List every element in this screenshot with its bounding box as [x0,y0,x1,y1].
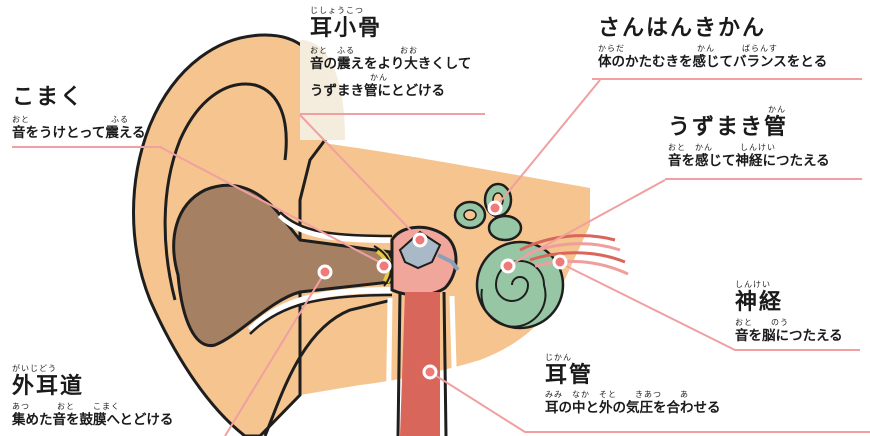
eustachian-tube [400,292,440,436]
underline-komaku [12,146,162,148]
jikan-title: 耳管 [545,363,721,389]
jishoukotsu-desc2: うずまき管にとどける [310,83,471,100]
eustachian-wall-left [398,292,400,436]
uzumakikan-title-ruby: かん [668,105,830,115]
jishoukotsu-title: 耳小骨 [310,16,471,42]
label-jikan: じかん 耳管 みみ なか そと きあつ あ 耳の中と外の気圧を合わせる [545,353,721,417]
eustachian-wall-left-white [388,298,390,436]
marker-nerve [554,256,566,268]
komaku-desc-ruby: おと ふる [12,115,146,125]
jishoukotsu-desc1-ruby: おと ふる おお [310,46,471,56]
sanhankikan-title: さんはんきかん [598,16,827,42]
uzumakikan-title: うずまき管 [668,115,830,141]
shinkei-desc-ruby: おと のう [735,318,843,328]
jishoukotsu-desc2-ruby: かん [310,73,471,83]
label-jishoukotsu: じしょうこつ 耳小骨 おと ふる おお 音の震えをより大きくして かん うずまき… [310,6,471,100]
jikan-desc: 耳の中と外の気圧を合わせる [545,400,721,417]
marker-semicircular [489,202,501,214]
jikan-title-ruby: じかん [545,353,721,363]
sanhankikan-desc: 体のかたむきを感じてバランスをとる [598,54,827,71]
underline-jishoukotsu [300,113,485,115]
komaku-desc: 音をうけとって震える [12,125,146,142]
gaijidou-desc-ruby: あつ おと こまく [12,402,173,412]
marker-tube [424,366,436,378]
marker-eardrum [378,260,390,272]
label-komaku: こまく おと ふる 音をうけとって震える [12,85,146,142]
label-sanhankikan: さんはんきかん からだ かん ばらんす 体のかたむきを感じてバランスをとる [598,16,827,71]
jishoukotsu-desc1: 音の震えをより大きくして [310,56,471,73]
uzumakikan-desc-ruby: おと かん しんけい [668,143,830,153]
label-gaijidou: がいじどう 外耳道 あつ おと こまく 集めた音を鼓膜へとどける [12,364,173,429]
underline-sanhankikan [592,78,862,80]
label-shinkei: しんけい 神経 おと のう 音を脳につたえる [735,280,843,345]
shinkei-title-ruby: しんけい [735,280,843,290]
shinkei-title: 神経 [735,290,843,316]
eustachian-wall-right [444,292,446,436]
jikan-desc-ruby: みみ なか そと きあつ あ [545,390,721,400]
marker-ossicles [414,234,426,246]
gaijidou-desc: 集めた音を鼓膜へとどける [12,412,173,429]
underline-uzumakikan [665,178,862,180]
marker-cochlea [502,260,514,272]
uzumakikan-desc: 音を感じて神経につたえる [668,153,830,170]
marker-canal [319,266,331,278]
komaku-title: こまく [12,85,146,111]
label-uzumakikan: かん うずまき管 おと かん しんけい 音を感じて神経につたえる [668,105,830,170]
gaijidou-title: 外耳道 [12,374,173,400]
shinkei-desc: 音を脳につたえる [735,328,843,345]
jishoukotsu-title-ruby: じしょうこつ [310,6,471,16]
gaijidou-title-ruby: がいじどう [12,364,173,374]
sanhankikan-desc-ruby: からだ かん ばらんす [598,44,827,54]
